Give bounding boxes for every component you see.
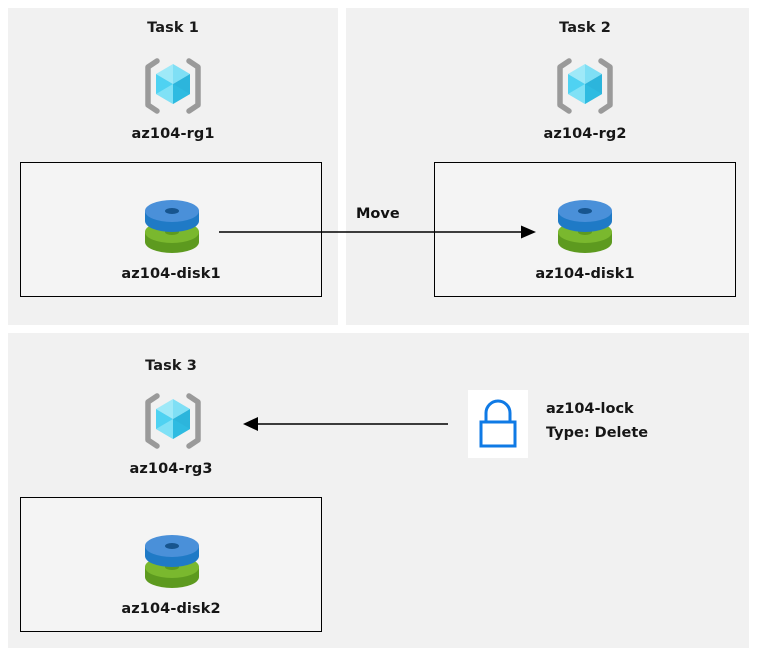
move-arrow-label: Move [356, 206, 400, 222]
move-arrow [219, 225, 536, 239]
azure-managed-disk-icon [141, 531, 203, 593]
task-3-disk-label: az104-disk2 [121, 601, 221, 617]
azure-resource-group-icon [553, 55, 617, 117]
task-2-title: Task 2 [559, 20, 611, 36]
task-2-resource-group-label: az104-rg2 [543, 126, 627, 142]
task-3-resource-group-label: az104-rg3 [129, 461, 213, 477]
azure-resource-group-icon [141, 390, 205, 452]
lock-arrow [243, 417, 448, 431]
lock-type-label: Type: Delete [546, 425, 649, 441]
task-1-resource-group-label: az104-rg1 [131, 126, 215, 142]
padlock-icon [474, 396, 522, 452]
task-2-disk-label: az104-disk1 [535, 266, 635, 282]
lock-name-label: az104-lock [546, 401, 634, 417]
task-3-title: Task 3 [145, 358, 197, 374]
task-1-title: Task 1 [147, 20, 199, 36]
azure-managed-disk-icon [141, 196, 203, 258]
task-1-disk-label: az104-disk1 [121, 266, 221, 282]
azure-resource-group-icon [141, 55, 205, 117]
azure-managed-disk-icon [554, 196, 616, 258]
